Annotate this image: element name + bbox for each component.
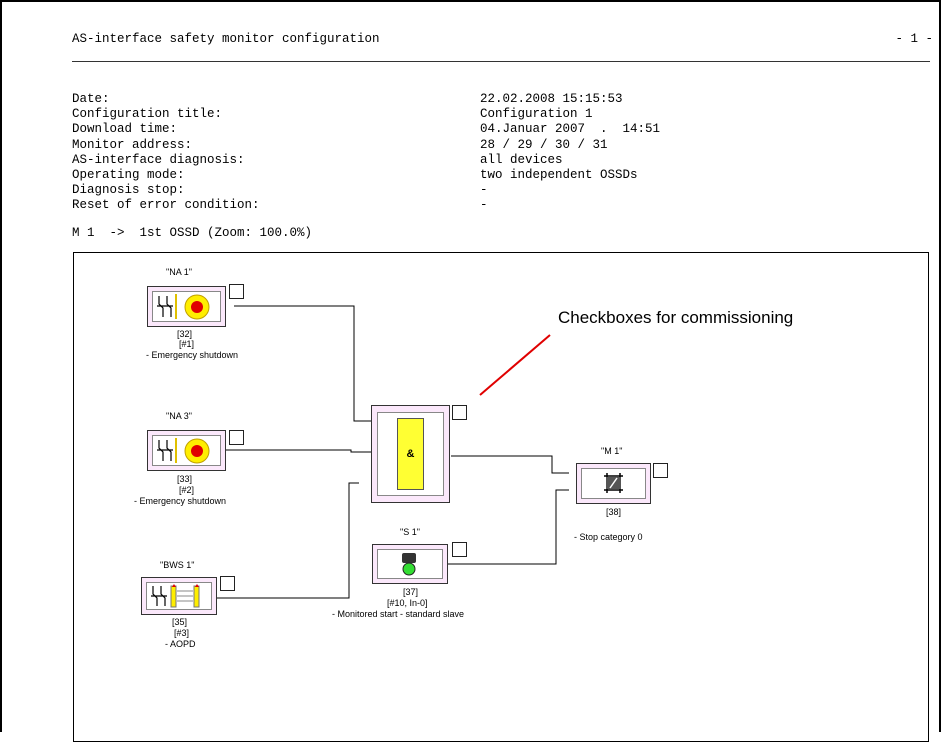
page-number: - 1 - — [895, 32, 933, 46]
block-name-m1: "M 1" — [601, 446, 623, 456]
commissioning-checkbox-bws1[interactable] — [220, 576, 235, 591]
block-m1[interactable] — [576, 463, 651, 504]
info-value: two independent OSSDs — [480, 167, 638, 182]
info-label: AS-interface diagnosis: — [72, 152, 245, 167]
block-and-gate[interactable]: & — [371, 405, 450, 503]
info-label: Operating mode: — [72, 167, 185, 182]
emergency-stop-icon — [157, 294, 210, 320]
block-name-s1: "S 1" — [400, 527, 420, 537]
info-row-config-title: Configuration title: Configuration 1 — [72, 107, 593, 122]
info-row-monitor-address: Monitor address: 28 / 29 / 30 / 31 — [72, 137, 608, 153]
block-s1[interactable] — [372, 544, 448, 584]
info-label: Diagnosis stop: — [72, 183, 185, 198]
commissioning-checkbox-and[interactable] — [452, 405, 467, 420]
info-value: 28 / 29 / 30 / 31 — [480, 137, 608, 152]
relay-contact-icon — [604, 473, 623, 493]
block-desc-s1: - Monitored start - standard slave — [332, 609, 465, 619]
info-value: - — [480, 198, 488, 213]
info-row-download-time: Download time: 04.Januar 2007 . 14:51 — [72, 122, 660, 137]
start-button-icon — [402, 553, 416, 576]
block-na3[interactable] — [147, 430, 226, 471]
block-name-na1: "NA 1" — [166, 267, 192, 277]
document-title: AS-interface safety monitor configuratio… — [72, 32, 380, 46]
block-ref-na3: [#2] — [179, 485, 195, 495]
info-label: Monitor address: — [72, 137, 193, 152]
emergency-stop-icon — [157, 438, 210, 464]
light-curtain-icon — [151, 584, 200, 608]
info-row-operating-mode: Operating mode: two independent OSSDs — [72, 167, 638, 183]
info-label: Date: — [72, 92, 110, 106]
block-bws1[interactable] — [141, 577, 217, 615]
info-value: - — [480, 183, 488, 198]
commissioning-checkbox-m1[interactable] — [653, 463, 668, 478]
configuration-diagram: "NA 1" [32] [#1] - Emergency shutdown "N… — [73, 252, 929, 742]
config-info: Date: 22.02.2008 15:15:53 Configuration t… — [72, 92, 660, 214]
callout-label: Checkboxes for commissioning — [558, 308, 794, 327]
commissioning-checkbox-na3[interactable] — [229, 430, 244, 445]
info-row-date: Date: 22.02.2008 15:15:53 — [72, 92, 623, 107]
block-desc-bws1: - AOPD — [165, 639, 196, 649]
info-value: Configuration 1 — [480, 107, 593, 122]
info-value: 04.Januar 2007 . 14:51 — [480, 122, 661, 137]
info-label: Download time: — [72, 122, 178, 137]
block-id-s1: [37] — [403, 587, 419, 597]
block-desc-na1: - Emergency shutdown — [146, 350, 239, 360]
block-ref-bws1: [#3] — [174, 628, 190, 638]
info-row-reset: Reset of error condition: - — [72, 198, 488, 213]
zoom-line: M 1 -> 1st OSSD (Zoom: 100.0%) — [72, 226, 313, 240]
info-row-diagnosis-stop: Diagnosis stop: - — [72, 183, 488, 198]
callout-pointer-line — [479, 334, 551, 396]
info-value: all devices — [480, 152, 563, 167]
block-na1[interactable] — [147, 286, 226, 327]
block-desc-m1: - Stop category 0 — [574, 532, 643, 542]
and-gate-symbol: & — [406, 448, 415, 460]
info-value: 22.02.2008 15:15:53 — [480, 92, 623, 106]
info-label: Configuration title: — [72, 107, 223, 122]
block-name-na3: "NA 3" — [166, 411, 192, 421]
block-desc-na3: - Emergency shutdown — [134, 496, 227, 506]
commissioning-checkbox-na1[interactable] — [229, 284, 244, 299]
and-gate-icon: & — [397, 418, 424, 490]
info-row-diagnosis: AS-interface diagnosis: all devices — [72, 152, 563, 168]
wiring-lines — [217, 305, 569, 599]
block-id-na3: [33] — [177, 474, 193, 484]
header-divider — [72, 61, 930, 62]
block-ref-na1: [#1] — [179, 339, 195, 349]
block-name-bws1: "BWS 1" — [160, 560, 195, 570]
info-label: Reset of error condition: — [72, 198, 260, 213]
commissioning-checkbox-s1[interactable] — [452, 542, 467, 557]
block-id-bws1: [35] — [172, 617, 188, 627]
block-id-na1: [32] — [177, 329, 193, 339]
block-ref-s1: [#10, In-0] — [387, 598, 428, 608]
block-id-m1: [38] — [606, 507, 622, 517]
